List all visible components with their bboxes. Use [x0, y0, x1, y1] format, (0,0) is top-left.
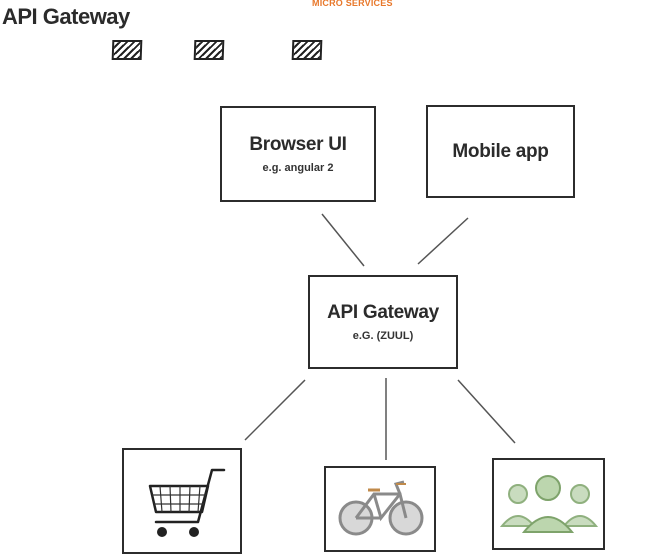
- page-title: API Gateway: [2, 4, 130, 29]
- mobile-app-title: Mobile app: [452, 140, 549, 162]
- users-icon: [499, 475, 599, 533]
- mobile-app-box: Mobile app: [426, 105, 575, 198]
- connector-browser-gateway: [321, 213, 365, 267]
- bike-service-box: [324, 466, 436, 552]
- browser-ui-box: Browser UI e.g. angular 2: [220, 106, 376, 202]
- cart-service-box: [122, 448, 242, 554]
- browser-ui-subtitle: e.g. angular 2: [262, 162, 334, 174]
- shopping-cart-icon: [148, 468, 226, 537]
- section-label: MICRO SERVICES: [312, 0, 393, 8]
- bicycle-icon: [338, 480, 424, 536]
- browser-ui-title: Browser UI: [249, 134, 347, 155]
- api-gateway-subtitle: e.G. (ZUUL): [352, 330, 414, 342]
- api-gateway-title: API Gateway: [327, 302, 439, 323]
- users-service-box: [492, 458, 605, 550]
- connector-mobile-gateway: [417, 217, 469, 265]
- connector-gateway-users: [457, 379, 516, 444]
- api-gateway-box: API Gateway e.G. (ZUUL): [308, 275, 458, 369]
- connector-gateway-cart: [244, 379, 306, 441]
